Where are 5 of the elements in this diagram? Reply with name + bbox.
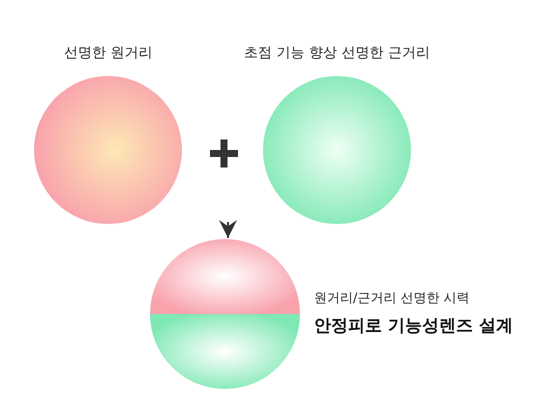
heading-text: 안정피로 기능성렌즈 설계 — [314, 314, 513, 337]
arrow — [219, 220, 237, 238]
circle-label: 초점 기능 향상 선명한 근거리 — [244, 44, 430, 62]
caption-text: 원거리/근거리 선명한 시력 — [314, 290, 470, 308]
circle-label: 선명한 원거리 — [64, 44, 152, 62]
